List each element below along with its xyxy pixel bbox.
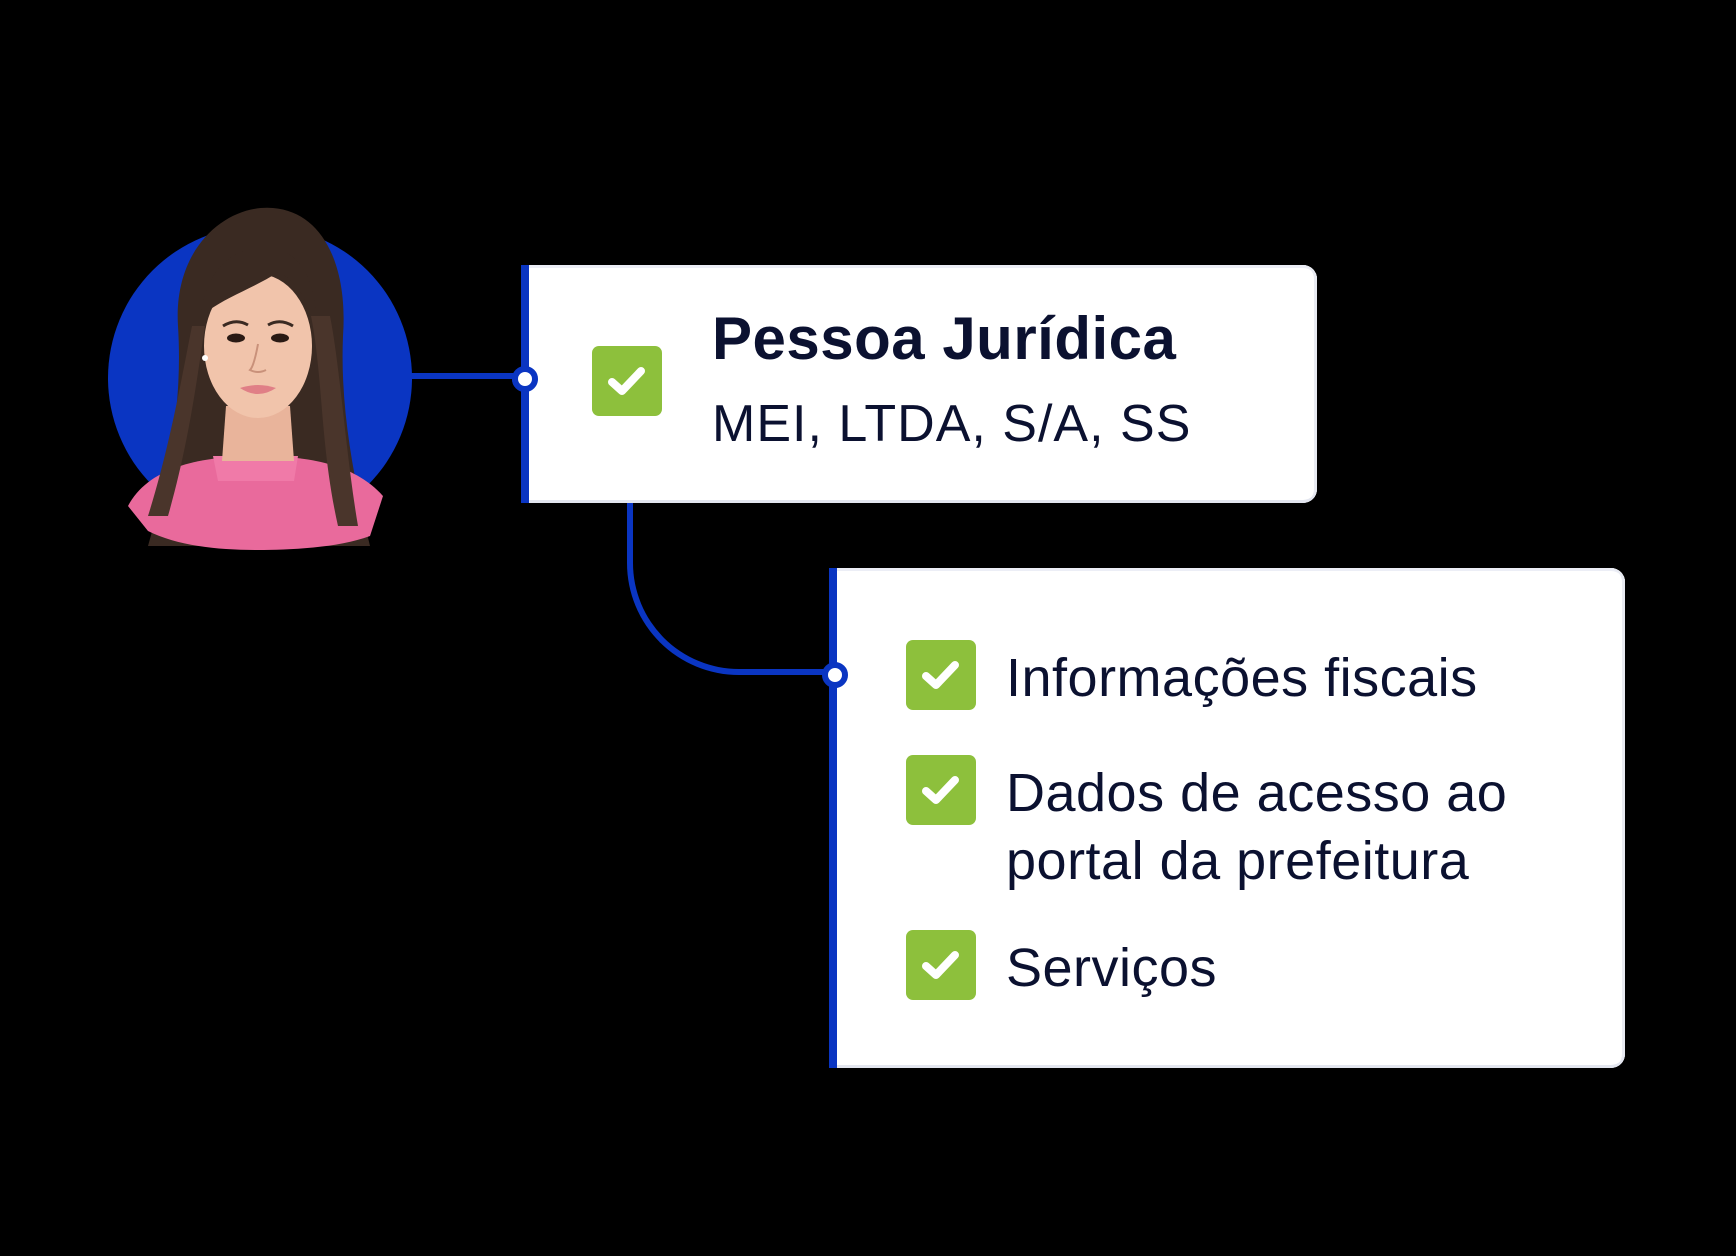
requirement-label: Informações fiscais xyxy=(1006,648,1478,708)
avatar xyxy=(108,207,412,550)
requirement-label: Dados de acesso ao portal da prefeitura xyxy=(1006,763,1508,891)
connector-node-dot-card2 xyxy=(822,662,848,688)
requirements-card: Informações fiscais Dados de acesso ao p… xyxy=(829,568,1625,1068)
checkbox-checked-icon xyxy=(906,640,976,710)
checkbox-checked-icon xyxy=(906,755,976,825)
entity-type-title: Pessoa Jurídica xyxy=(712,305,1177,372)
person-photo-icon xyxy=(128,207,383,550)
connector-node-dot-card1 xyxy=(512,366,538,392)
checkbox-checked-icon xyxy=(906,930,976,1000)
connector-line-vertical xyxy=(627,503,633,563)
requirement-label: Serviços xyxy=(1006,938,1218,998)
checkbox-checked-icon xyxy=(592,346,662,416)
entity-type-subtitle: MEI, LTDA, S/A, SS xyxy=(712,395,1192,453)
connector-curve xyxy=(627,555,747,675)
entity-type-card: Pessoa Jurídica MEI, LTDA, S/A, SS xyxy=(521,265,1317,503)
connector-line-to-requirements xyxy=(740,669,835,675)
connector-line-avatar-to-card xyxy=(410,373,525,379)
